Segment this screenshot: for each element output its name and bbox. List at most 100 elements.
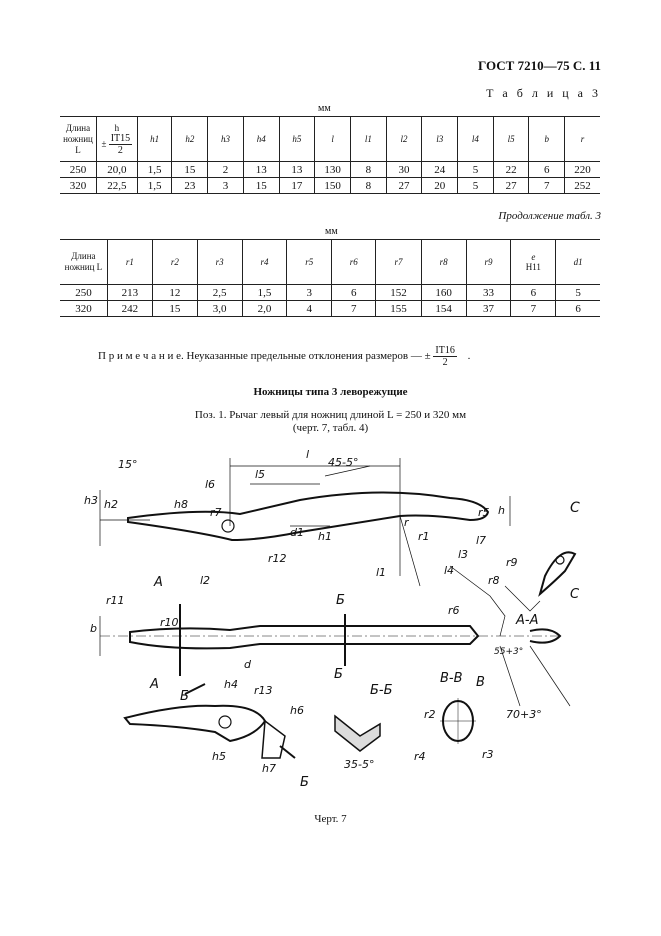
cell: 242	[106, 300, 153, 317]
col-length: Длина ножниц L	[60, 116, 97, 162]
cell: 6	[555, 300, 600, 317]
cell: 23	[171, 177, 209, 194]
lever-plan-view	[99, 604, 571, 707]
label-r12: r12	[268, 552, 287, 565]
col-r5: r5	[286, 239, 332, 285]
table-row: 250 213 12 2,5 1,5 3 6 152 160 33 6 5	[60, 284, 600, 301]
cell: 320	[60, 177, 97, 194]
col-l3: l3	[421, 116, 459, 162]
col-r1: r1	[106, 239, 153, 285]
col-h1: h1	[136, 116, 173, 162]
cell: 27	[492, 177, 530, 194]
label-c-arrow: C	[570, 587, 580, 602]
cell: 8	[350, 161, 387, 178]
label-r13: r13	[254, 684, 273, 697]
cell: 13	[242, 161, 280, 178]
table-name: Т а б л и ц а 3	[486, 86, 601, 100]
cell: 22,5	[95, 177, 138, 194]
note-end: .	[467, 350, 471, 363]
col-l: l	[314, 116, 352, 162]
label-h8: h8	[174, 498, 188, 511]
col-h2: h2	[171, 116, 209, 162]
cell: 3	[207, 177, 244, 194]
cell: 22	[492, 161, 530, 178]
cell: 30	[385, 161, 423, 178]
technical-drawing: l l5 l6 45-5° 15° h3 h2 h8 r7 d1 h1 r12 …	[84, 448, 580, 790]
col-h5: h5	[278, 116, 316, 162]
note-label: П р и м е ч а н и е.	[98, 350, 184, 363]
label-r8: r8	[488, 574, 500, 587]
cell: 320	[60, 300, 108, 317]
cell: 2	[207, 161, 244, 178]
cell: 6	[510, 284, 557, 301]
cell: 1,5	[241, 284, 288, 301]
label-r1: r1	[418, 530, 430, 543]
cell: 3,0	[196, 300, 243, 317]
cell: 220	[564, 161, 600, 178]
label-angle-70: 70+3°	[506, 708, 542, 721]
cell: 2,5	[196, 284, 243, 301]
lever-side-view	[99, 458, 511, 587]
label-l2: l2	[200, 574, 210, 587]
col-l2: l2	[385, 116, 423, 162]
col-r2: r2	[151, 239, 198, 285]
table-row: 320 22,5 1,5 23 3 15 17 150 8 27 20 5 27…	[60, 177, 600, 194]
col-l1: l1	[350, 116, 387, 162]
figure-caption: Черт. 7	[314, 813, 347, 825]
cell: 250	[60, 161, 97, 178]
section-views	[123, 683, 476, 759]
position-text: Поз. 1. Рычаг левый для ножниц длиной L …	[0, 409, 661, 435]
label-b: b	[90, 622, 97, 635]
lever-outline	[127, 491, 490, 542]
label-r6: r6	[448, 604, 460, 617]
label-l3: l3	[458, 548, 468, 561]
cell: 37	[465, 300, 512, 317]
h11-label: H11	[525, 262, 541, 272]
note-text: Неуказанные предельные отклонения размер…	[186, 350, 431, 363]
col-r9: r9	[465, 239, 512, 285]
cell: 20	[421, 177, 459, 194]
table-unit-2: мм	[325, 226, 338, 237]
cell: 27	[385, 177, 423, 194]
label-l: l	[306, 448, 309, 461]
col-e: e H11	[510, 239, 557, 285]
label-b-b: Б-Б	[370, 683, 393, 698]
label-l5: l5	[255, 468, 265, 481]
label-h1: h1	[318, 530, 332, 543]
note-frac-den: 2	[442, 357, 448, 368]
label-r11: r11	[106, 594, 125, 607]
table-row: 320 242 15 3,0 2,0 4 7 155 154 37 7 6	[60, 300, 600, 317]
note-frac-num: IT16	[433, 345, 457, 357]
cell: 6	[528, 161, 566, 178]
pivot-hole	[221, 519, 235, 533]
page-header: ГОСТ 7210—75 С. 11	[478, 58, 601, 73]
cell: 5	[555, 284, 600, 301]
cell: 20,0	[95, 161, 138, 178]
label-a-bottom: А	[149, 677, 159, 692]
col-l4: l4	[457, 116, 494, 162]
label-c: C	[570, 500, 580, 516]
col-d1: d1	[555, 239, 600, 285]
cell: 155	[375, 300, 422, 317]
frac-den: 2	[117, 144, 123, 156]
label-r3: r3	[482, 748, 494, 761]
label-l6: l6	[205, 478, 215, 491]
label-angle-15: 15°	[118, 458, 138, 471]
label-v: В	[476, 675, 485, 690]
b-label: h	[114, 122, 120, 133]
col-r: r	[564, 116, 600, 162]
cell: 7	[330, 300, 377, 317]
col-b: b	[528, 116, 566, 162]
cell: 5	[457, 177, 494, 194]
label-h3: h3	[84, 494, 98, 507]
cell: 252	[564, 177, 600, 194]
label-r5: r5	[478, 506, 490, 519]
cell: 8	[350, 177, 387, 194]
cell: 154	[420, 300, 467, 317]
cell: 160	[420, 284, 467, 301]
label-b-top: Б	[336, 593, 345, 608]
label-l4: l4	[444, 564, 454, 577]
